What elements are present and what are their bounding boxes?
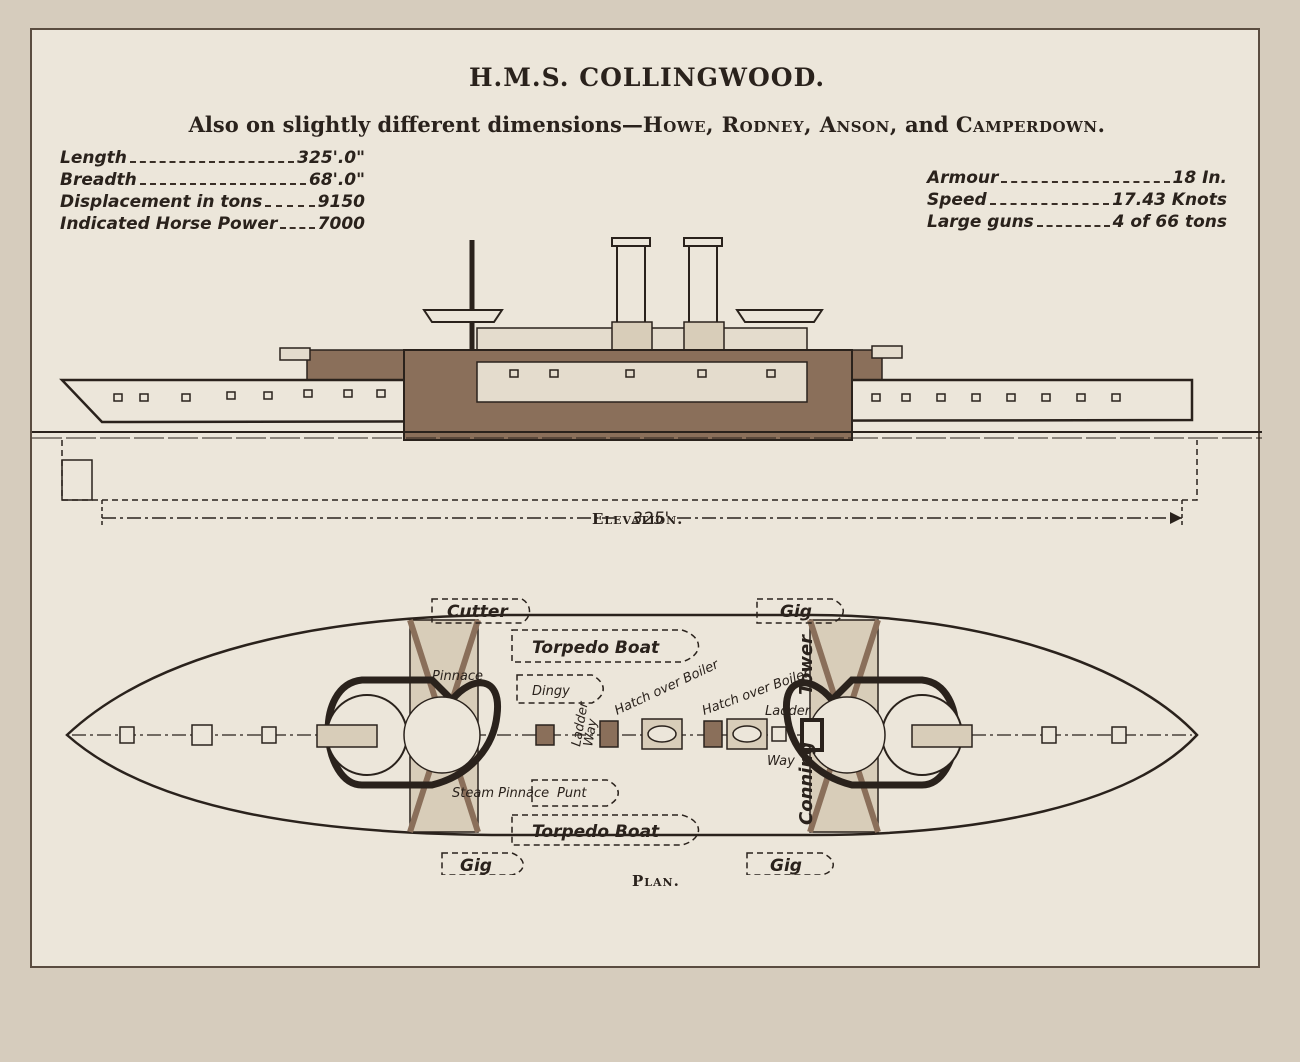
gig-boat-left <box>441 852 524 875</box>
spec-row: Indicated Horse Power 7000 <box>60 213 365 235</box>
spec-label: Speed <box>927 190 987 210</box>
spec-value: 7000 <box>317 214 365 234</box>
dingy-label: Dingy <box>532 684 570 699</box>
tower-label: Tower <box>796 634 817 695</box>
spec-label: Length <box>60 148 127 168</box>
subtitle-ships: Howe, Rodney, Anson, <box>642 112 898 137</box>
leader-line <box>989 189 1110 205</box>
torpedo-boat-label-bottom: Torpedo Boat <box>532 822 660 842</box>
spec-value: 17.43 Knots <box>1112 190 1227 210</box>
steam-pinnace-label: Steam Pinnace <box>452 786 549 801</box>
dingy-boat <box>516 674 604 704</box>
elevation-drawing: 325' <box>32 237 1262 529</box>
gig-label-top: Gig <box>780 602 812 622</box>
leader-line <box>139 169 306 185</box>
gig-label-right: Gig <box>770 856 802 875</box>
elevation-caption: Elevation. <box>592 510 684 528</box>
specs-right: Armour 18 In. Speed 17.43 Knots Large guns… <box>927 167 1227 233</box>
page-title: H.M.S. COLLINGWOOD. <box>468 63 826 92</box>
specs-left: Length 325'.0" Breadth 68'.0" Displacement… <box>60 147 365 235</box>
spec-label: Armour <box>927 168 999 188</box>
gig-label-left: Gig <box>460 856 492 875</box>
bridge-fore <box>422 309 504 323</box>
drawing-plate: H.M.S. COLLINGWOOD. Also on slightly dif… <box>30 28 1262 968</box>
cutter-boat <box>431 598 531 624</box>
portholes <box>113 369 1121 402</box>
spec-label: Breadth <box>60 170 137 190</box>
spec-row: Breadth 68'.0" <box>60 169 365 191</box>
conning-tower <box>800 718 824 752</box>
subtitle-and: and <box>904 112 949 137</box>
spec-value: 68'.0" <box>308 170 365 190</box>
spec-row: Large guns 4 of 66 tons <box>927 211 1227 233</box>
spec-value: 325'.0" <box>297 148 365 168</box>
punt-boat <box>531 779 619 807</box>
torpedo-boat-top <box>511 629 700 663</box>
leader-line <box>265 191 315 207</box>
punt-label: Punt <box>557 786 587 801</box>
spec-value: 4 of 66 tons <box>1112 212 1227 232</box>
spec-value: 18 In. <box>1172 168 1227 188</box>
gig-boat-top <box>756 598 844 624</box>
cutter-label: Cutter <box>447 602 509 622</box>
plan-caption: Plan. <box>632 872 680 890</box>
subtitle: Also on slightly different dimensions—Ho… <box>32 112 1262 137</box>
hull-underwater <box>61 440 1198 501</box>
gig-boat-right <box>746 852 834 875</box>
subtitle-last-ship: Camperdown. <box>955 112 1106 137</box>
torpedo-boat-label-top: Torpedo Boat <box>532 638 660 658</box>
spec-row: Displacement in tons 9150 <box>60 191 365 213</box>
spec-value: 9150 <box>317 192 365 212</box>
plan-drawing: Cutter Gig Torpedo Boat Torpedo Boat Gig… <box>65 598 1199 875</box>
spec-row: Speed 17.43 Knots <box>927 189 1227 211</box>
leader-line <box>129 147 295 163</box>
spec-row: Length 325'.0" <box>60 147 365 169</box>
spec-label: Indicated Horse Power <box>60 214 278 234</box>
pinnace-label: Pinnace <box>432 669 483 684</box>
deck-fittings <box>119 718 1127 750</box>
bridge-aft <box>735 309 824 323</box>
spec-row: Armour 18 In. <box>927 167 1227 189</box>
subtitle-prefix: Also on slightly different dimensions— <box>188 112 643 137</box>
leader-line <box>1001 167 1170 183</box>
leader-line <box>280 213 315 229</box>
way-label-1: Way <box>581 717 601 747</box>
ladder-label-2: Ladder <box>765 704 812 719</box>
way-label-2: Way <box>767 754 795 769</box>
conning-label: Conning <box>796 742 817 825</box>
spec-label: Large guns <box>927 212 1034 232</box>
rudder <box>61 459 93 501</box>
spec-label: Displacement in tons <box>60 192 263 212</box>
torpedo-boat-bottom <box>511 814 700 846</box>
barbette-fore-plan <box>324 676 502 789</box>
leader-line <box>1036 211 1110 227</box>
length-label: 325' <box>632 509 669 529</box>
